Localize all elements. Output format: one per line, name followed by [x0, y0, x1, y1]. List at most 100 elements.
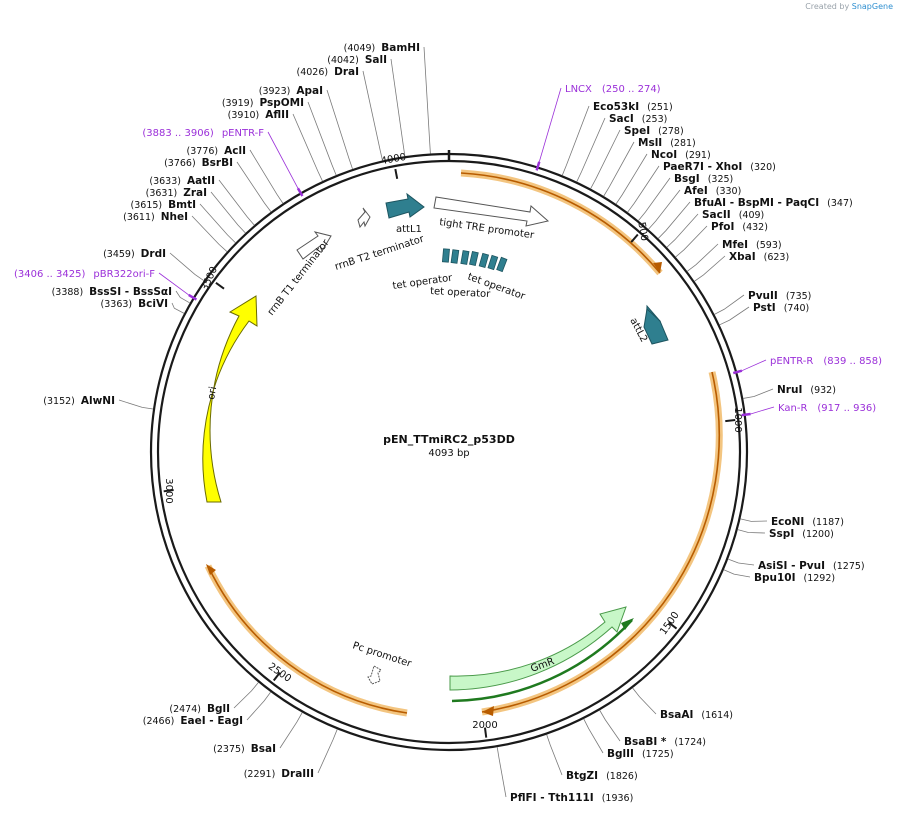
site-bpu10i[interactable]: Bpu10I(1292) — [723, 569, 835, 584]
tick-label-4000: 4000 — [380, 152, 407, 167]
primer-name: Kan-R — [778, 403, 807, 414]
site-name: PfoI — [711, 221, 734, 233]
gmr-green-arc — [451, 619, 633, 703]
site-spei[interactable]: SpeI(278) — [590, 125, 684, 189]
site-asisi[interactable]: AsiSI - PvuI(1275) — [728, 558, 865, 572]
site-bsaai[interactable]: BsaAI (1614) — [632, 687, 733, 721]
site-sacii[interactable]: SacII(409) — [666, 209, 764, 248]
primer-range: (3883 .. 3906) — [142, 128, 214, 139]
site-afei[interactable]: AfeI (330) — [648, 185, 742, 230]
site-position: (3152) — [43, 396, 75, 407]
site-name: DraI — [334, 66, 359, 78]
site-pvuii[interactable]: PvuII(735) — [714, 290, 811, 315]
site-drdi[interactable]: DrdI(3459) — [103, 248, 205, 282]
site-bglii[interactable]: BglII(1725) — [583, 718, 674, 760]
site-sspi[interactable]: SspI(1200) — [737, 528, 834, 540]
site-econi[interactable]: EcoNI (1187) — [740, 516, 844, 528]
site-pspomi[interactable]: PspOMI(3919) — [222, 97, 337, 176]
site-name: EcoNI — [771, 516, 804, 528]
site-name: BsaAI — [660, 709, 693, 721]
site-position: (325) — [708, 174, 734, 185]
snapgene-logo: SnapGene — [851, 2, 893, 11]
site-position: (330) — [716, 186, 742, 197]
site-aflii[interactable]: AflII (3910) — [228, 109, 323, 182]
tick-label-1000: 1000 — [732, 407, 743, 432]
primer-lncx[interactable]: LNCX(250 .. 274) — [535, 84, 661, 171]
primer-pbr322ori-f[interactable]: pBR322ori-F (3406 .. 3425) — [14, 269, 198, 301]
site-bfuai[interactable]: BfuAI - BspMI - PaqCI(347) — [657, 197, 853, 239]
pc-promoter-arrow — [367, 665, 382, 685]
site-bmti[interactable]: BmtI(3615) — [131, 199, 236, 244]
site-ncoi[interactable]: NcoI(291) — [615, 149, 711, 205]
primer-pentr-r[interactable]: pENTR-R(839 .. 858) — [732, 356, 882, 375]
primer-range: (3406 .. 3425) — [14, 269, 86, 280]
site-acli[interactable]: AclI(3776) — [187, 145, 284, 204]
site-saci[interactable]: SacI(253) — [576, 113, 668, 182]
site-alwni[interactable]: AlwNI (3152) — [43, 395, 154, 410]
site-name: PspOMI — [259, 97, 304, 109]
site-name: Bpu10I — [754, 572, 796, 584]
rrnb-t1-arrow — [296, 231, 332, 260]
site-pflfi[interactable]: PflFI - Tth111I(1936) — [496, 747, 633, 804]
site-bcivi[interactable]: BciVI(3363) — [101, 298, 185, 314]
site-xbai[interactable]: XbaI(623) — [694, 251, 789, 282]
tick-label-3500: 3500 — [199, 265, 220, 293]
site-sali[interactable]: SalI(4042) — [327, 54, 406, 157]
site-name: AlwNI — [81, 395, 115, 407]
site-nhei[interactable]: NheI (3611) — [123, 211, 228, 252]
site-name: NheI — [161, 211, 188, 223]
site-name: NruI — [777, 384, 802, 396]
site-bgli[interactable]: BglI(2474) — [169, 682, 259, 715]
site-pfoi[interactable]: PfoI (432) — [675, 221, 768, 258]
tick-mark-1000 — [725, 418, 736, 423]
site-position: (932) — [810, 385, 836, 396]
primer-range: (250 .. 274) — [602, 84, 661, 95]
tick-mark-3500 — [215, 282, 225, 290]
site-name: AflII — [265, 109, 289, 121]
site-bsabi[interactable]: BsaBI *(1724) — [599, 710, 706, 748]
site-bsssi[interactable]: BssSI - BssSαI(3388) — [52, 286, 191, 304]
primer-name: pBR322ori-F — [93, 269, 155, 280]
site-aatii[interactable]: AatII(3633) — [149, 175, 255, 226]
site-bsgi[interactable]: BsgI(325) — [638, 173, 733, 221]
site-zrai[interactable]: ZraI(3631) — [146, 187, 246, 234]
rrnb-t2-label: rrnB T2 terminator — [334, 233, 427, 272]
site-mfei[interactable]: MfeI(593) — [686, 239, 782, 272]
site-position: (278) — [658, 126, 684, 137]
site-drai[interactable]: DraI(4026) — [297, 66, 383, 161]
tick-label-500: 500 — [635, 221, 649, 242]
site-position: (4049) — [344, 43, 376, 54]
site-position: (3910) — [228, 110, 260, 121]
site-eaei[interactable]: EaeI - EagI(2466) — [143, 691, 272, 727]
site-nrui[interactable]: NruI (932) — [743, 384, 836, 399]
site-bamhi[interactable]: BamHI(4049) — [344, 42, 431, 154]
site-position: (432) — [742, 222, 768, 233]
site-apai[interactable]: ApaI(3923) — [259, 85, 353, 170]
tick-mark-1500 — [668, 621, 678, 630]
site-btgzi[interactable]: BtgZI(1826) — [546, 734, 638, 782]
site-msli[interactable]: MslI(281) — [603, 137, 696, 197]
site-name: PvuII — [748, 290, 778, 302]
site-bsai[interactable]: BsaI(2375) — [213, 712, 303, 755]
site-position: (251) — [647, 102, 673, 113]
primer-name: pENTR-R — [770, 356, 813, 367]
plasmid-name: pEN_TTmiRC2_p53DD — [383, 433, 515, 446]
site-position: (593) — [756, 240, 782, 251]
site-position: (2466) — [143, 716, 175, 727]
ori-label: ori — [206, 386, 219, 401]
site-name: AfeI — [684, 185, 708, 197]
site-paer7i[interactable]: PaeR7I - XhoI(320) — [627, 161, 776, 213]
site-psti[interactable]: PstI(740) — [719, 302, 810, 326]
site-position: (1187) — [812, 517, 844, 528]
primer-kan-r[interactable]: Kan-R(917 .. 936) — [741, 403, 877, 417]
site-position: (740) — [784, 303, 810, 314]
site-position: (253) — [642, 114, 668, 125]
site-position: (3611) — [123, 212, 155, 223]
primer-pentr-f[interactable]: pENTR-F(3883 .. 3906) — [142, 128, 304, 197]
site-position: (2375) — [213, 744, 245, 755]
site-bsrbi[interactable]: BsrBI(3766) — [164, 157, 272, 213]
site-draiii[interactable]: DraIII(2291) — [244, 729, 338, 780]
site-position: (1614) — [701, 710, 733, 721]
plasmid-length: 4093 bp — [428, 448, 469, 459]
site-eco53ki[interactable]: Eco53kI(251) — [561, 101, 673, 176]
